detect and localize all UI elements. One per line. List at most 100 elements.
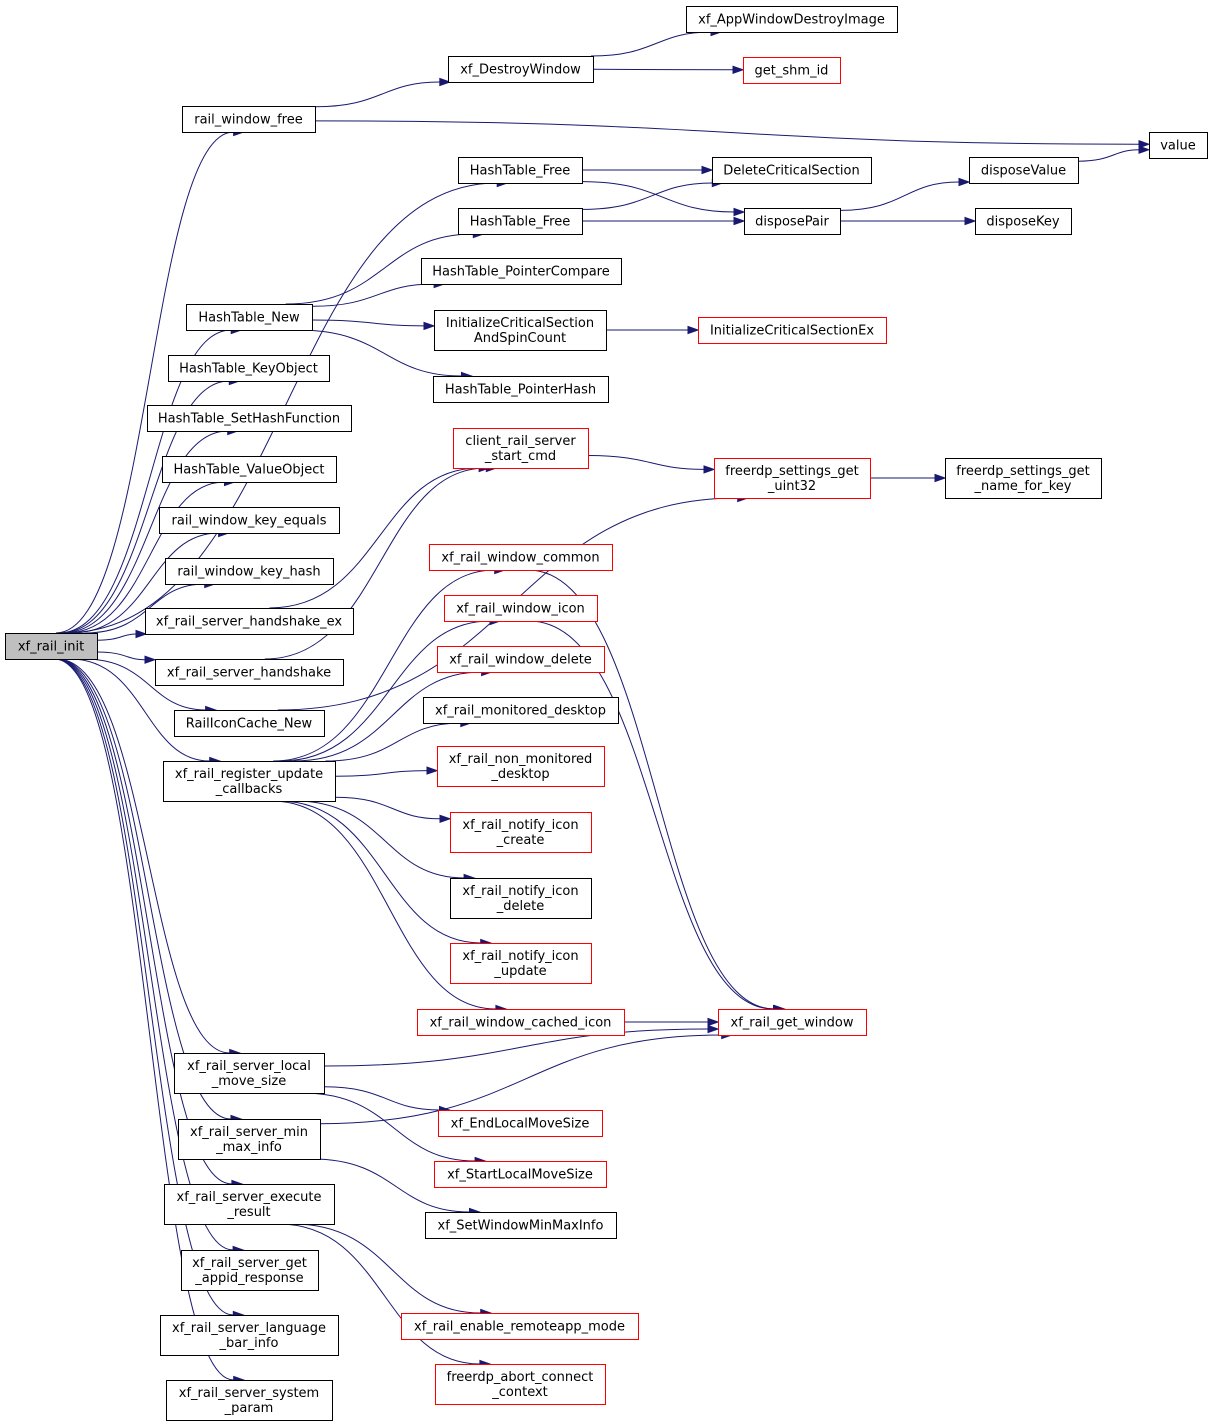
node-rwke[interactable]: rail_window_key_equals — [159, 507, 340, 534]
node-htko[interactable]: HashTable_KeyObject — [168, 355, 330, 382]
node-box[interactable] — [145, 608, 354, 635]
node-xrgw[interactable]: xf_rail_get_window — [718, 1009, 867, 1036]
node-xrwd[interactable]: xf_rail_window_delete — [437, 646, 605, 673]
node-xrruc[interactable]: xf_rail_register_update_callbacks — [163, 761, 336, 802]
node-ricn[interactable]: RailIconCache_New — [174, 710, 325, 737]
node-box[interactable] — [186, 304, 313, 331]
node-box[interactable] — [178, 1119, 321, 1160]
node-htvo[interactable]: HashTable_ValueObject — [162, 456, 337, 483]
node-box[interactable] — [434, 1161, 607, 1188]
node-box[interactable] — [1149, 132, 1208, 159]
node-box[interactable] — [174, 1053, 325, 1094]
node-xrwi[interactable]: xf_rail_window_icon — [444, 595, 598, 622]
node-box[interactable] — [164, 1184, 335, 1225]
node-box[interactable] — [450, 812, 592, 853]
node-box[interactable] — [434, 310, 607, 351]
node-box[interactable] — [714, 458, 871, 499]
node-box[interactable] — [969, 157, 1079, 184]
node-xrnic[interactable]: xf_rail_notify_icon_create — [450, 812, 592, 853]
node-box[interactable] — [437, 746, 605, 787]
node-xrnmd[interactable]: xf_rail_non_monitored_desktop — [437, 746, 605, 787]
node-box[interactable] — [743, 57, 841, 84]
node-dcs[interactable]: DeleteCriticalSection — [712, 157, 872, 184]
node-crssc[interactable]: client_rail_server_start_cmd — [453, 428, 589, 469]
node-box[interactable] — [450, 943, 592, 984]
node-xdw[interactable]: xf_DestroyWindow — [448, 56, 594, 83]
node-htn[interactable]: HashTable_New — [186, 304, 313, 331]
node-box[interactable] — [165, 558, 334, 585]
node-xrwci[interactable]: xf_rail_window_cached_icon — [417, 1009, 625, 1036]
node-box[interactable] — [686, 6, 898, 33]
node-xswmmi[interactable]: xf_SetWindowMinMaxInfo — [425, 1212, 617, 1239]
node-box[interactable] — [174, 710, 325, 737]
node-box[interactable] — [744, 208, 841, 235]
node-dk[interactable]: disposeKey — [975, 208, 1072, 235]
node-box[interactable] — [718, 1009, 867, 1036]
node-box[interactable] — [423, 697, 619, 724]
node-htf1[interactable]: HashTable_Free — [458, 157, 583, 184]
node-htpc[interactable]: HashTable_PointerCompare — [421, 258, 622, 285]
node-xrslbi[interactable]: xf_rail_server_language_bar_info — [160, 1315, 339, 1356]
node-dp[interactable]: disposePair — [744, 208, 841, 235]
node-xrssp[interactable]: xf_rail_server_system_param — [166, 1380, 333, 1421]
node-box[interactable] — [975, 208, 1072, 235]
node-xelms[interactable]: xf_EndLocalMoveSize — [438, 1110, 603, 1137]
node-box[interactable] — [698, 317, 887, 344]
node-xslms[interactable]: xf_StartLocalMoveSize — [434, 1161, 607, 1188]
node-box[interactable] — [435, 1364, 606, 1405]
node-box[interactable] — [421, 258, 622, 285]
node-box[interactable] — [155, 659, 344, 686]
node-box[interactable] — [159, 507, 340, 534]
node-gsi[interactable]: get_shm_id — [743, 57, 841, 84]
node-htshf[interactable]: HashTable_SetHashFunction — [147, 405, 352, 432]
node-box[interactable] — [168, 355, 330, 382]
node-box[interactable] — [163, 761, 336, 802]
node-box[interactable] — [181, 1250, 319, 1291]
node-icse[interactable]: InitializeCriticalSectionEx — [698, 317, 887, 344]
node-box[interactable] — [437, 646, 605, 673]
node-xrsgar[interactable]: xf_rail_server_get_appid_response — [181, 1250, 319, 1291]
node-htph[interactable]: HashTable_PointerHash — [433, 376, 609, 403]
node-root[interactable]: xf_rail_init — [5, 633, 98, 660]
node-box[interactable] — [433, 376, 609, 403]
node-box[interactable] — [448, 56, 594, 83]
node-rwf[interactable]: rail_window_free — [182, 106, 316, 133]
node-xrmd[interactable]: xf_rail_monitored_desktop — [423, 697, 619, 724]
node-box[interactable] — [429, 544, 613, 571]
node-box[interactable] — [450, 878, 592, 919]
node-fsgu[interactable]: freerdp_settings_get_uint32 — [714, 458, 871, 499]
node-xrniu[interactable]: xf_rail_notify_icon_update — [450, 943, 592, 984]
node-box[interactable] — [458, 157, 583, 184]
node-xrsmmi[interactable]: xf_rail_server_min_max_info — [178, 1119, 321, 1160]
node-fsgnk[interactable]: freerdp_settings_get_name_for_key — [945, 458, 1102, 499]
node-xrerm[interactable]: xf_rail_enable_remoteapp_mode — [401, 1313, 639, 1340]
node-box[interactable] — [417, 1009, 625, 1036]
node-xrwc[interactable]: xf_rail_window_common — [429, 544, 613, 571]
node-xrshe[interactable]: xf_rail_server_handshake_ex — [145, 608, 354, 635]
node-box[interactable] — [401, 1313, 639, 1340]
node-box[interactable] — [458, 208, 583, 235]
node-box[interactable] — [438, 1110, 603, 1137]
node-box[interactable] — [945, 458, 1102, 499]
node-htf2[interactable]: HashTable_Free — [458, 208, 583, 235]
node-box[interactable] — [5, 633, 98, 660]
node-box[interactable] — [453, 428, 589, 469]
node-box[interactable] — [166, 1380, 333, 1421]
node-box[interactable] — [444, 595, 598, 622]
node-dv[interactable]: disposeValue — [969, 157, 1079, 184]
node-box[interactable] — [147, 405, 352, 432]
node-xrser[interactable]: xf_rail_server_execute_result — [164, 1184, 335, 1225]
node-box[interactable] — [162, 456, 337, 483]
node-xawdi[interactable]: xf_AppWindowDestroyImage — [686, 6, 898, 33]
node-box[interactable] — [182, 106, 316, 133]
node-facc[interactable]: freerdp_abort_connect_context — [435, 1364, 606, 1405]
node-xrslms[interactable]: xf_rail_server_local_move_size — [174, 1053, 325, 1094]
node-xrsh[interactable]: xf_rail_server_handshake — [155, 659, 344, 686]
node-box[interactable] — [425, 1212, 617, 1239]
node-box[interactable] — [712, 157, 872, 184]
node-box[interactable] — [160, 1315, 339, 1356]
node-xrnid[interactable]: xf_rail_notify_icon_delete — [450, 878, 592, 919]
node-val[interactable]: value — [1149, 132, 1208, 159]
node-rwkh[interactable]: rail_window_key_hash — [165, 558, 334, 585]
